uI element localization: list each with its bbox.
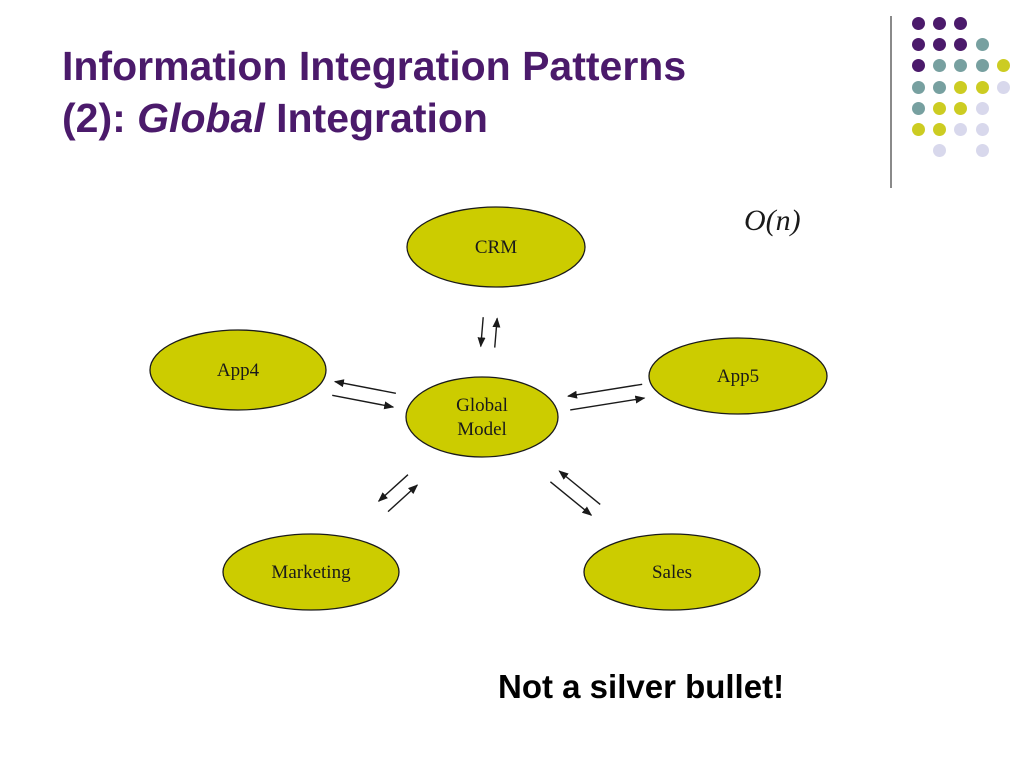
node-label: App5 <box>717 366 759 387</box>
decorative-divider <box>890 16 892 188</box>
decorative-dot <box>975 144 989 158</box>
decorative-dot <box>912 80 925 94</box>
decorative-dot <box>996 80 1010 94</box>
decorative-dot-grid <box>0 0 1024 200</box>
node-ellipse <box>149 329 327 411</box>
title-line-2: (2): Global Integration <box>62 92 686 144</box>
node-sales: Sales <box>583 533 761 611</box>
node-app5: App5 <box>648 337 828 415</box>
title-suffix: Integration <box>264 95 488 141</box>
arrow-crm-to-global <box>477 317 486 348</box>
node-marketing: Marketing <box>222 533 400 611</box>
decorative-dot <box>954 59 968 73</box>
decorative-dot <box>954 123 968 136</box>
decorative-dot <box>933 80 947 94</box>
arrow-app4-to-global <box>332 394 395 410</box>
decorative-dot <box>912 17 925 30</box>
node-label: CRM <box>475 237 517 258</box>
decorative-dot <box>933 123 947 136</box>
node-ellipse <box>583 533 761 611</box>
arrow-global-to-sales <box>549 481 593 516</box>
node-label: App4 <box>217 360 260 381</box>
node-label: Model <box>457 419 507 440</box>
complexity-label: O(n) <box>744 204 801 237</box>
slide-title: Information Integration Patterns (2): Gl… <box>62 40 686 144</box>
decorative-dot <box>933 17 947 30</box>
node-crm: CRM <box>406 206 586 288</box>
decorative-dot <box>954 80 968 94</box>
decorative-dot <box>912 38 925 52</box>
arrow-app5-to-global <box>567 383 643 399</box>
footer-note: Not a silver bullet! <box>498 668 785 705</box>
title-prefix: (2): <box>62 95 138 141</box>
decorative-dot <box>975 59 989 73</box>
node-ellipse <box>222 533 400 611</box>
title-emphasis: Global <box>137 95 265 141</box>
node-label: Marketing <box>271 562 351 583</box>
decorative-dot <box>933 101 947 115</box>
arrow-marketing-to-global <box>387 484 419 513</box>
node-ellipse <box>648 337 828 415</box>
decorative-dot <box>975 80 989 94</box>
arrow-global-to-app4 <box>333 379 397 394</box>
decorative-dot <box>912 123 925 136</box>
arrow-global-to-crm <box>492 317 501 348</box>
decorative-dot <box>933 59 947 73</box>
arrow-sales-to-global <box>558 470 601 505</box>
decorative-dot <box>954 38 968 52</box>
node-ellipse <box>406 206 586 288</box>
decorative-dot <box>954 101 968 115</box>
decorative-dot <box>975 123 989 136</box>
decorative-dot <box>933 144 947 158</box>
node-ellipse <box>405 376 559 458</box>
decorative-dot <box>912 101 925 115</box>
edges-layer <box>332 317 646 516</box>
decorative-dot <box>912 59 925 73</box>
title-line-1: Information Integration Patterns <box>62 43 687 89</box>
decorative-dot <box>975 101 989 115</box>
decorative-dot <box>996 59 1010 73</box>
decorative-dot <box>954 17 968 30</box>
node-app4: App4 <box>149 329 327 411</box>
decorative-dot <box>975 38 989 52</box>
node-label: Global <box>456 395 508 416</box>
decorative-dot <box>933 38 947 52</box>
arrow-global-to-app5 <box>570 395 646 411</box>
node-label: Sales <box>652 562 692 583</box>
arrow-global-to-marketing <box>377 474 409 502</box>
